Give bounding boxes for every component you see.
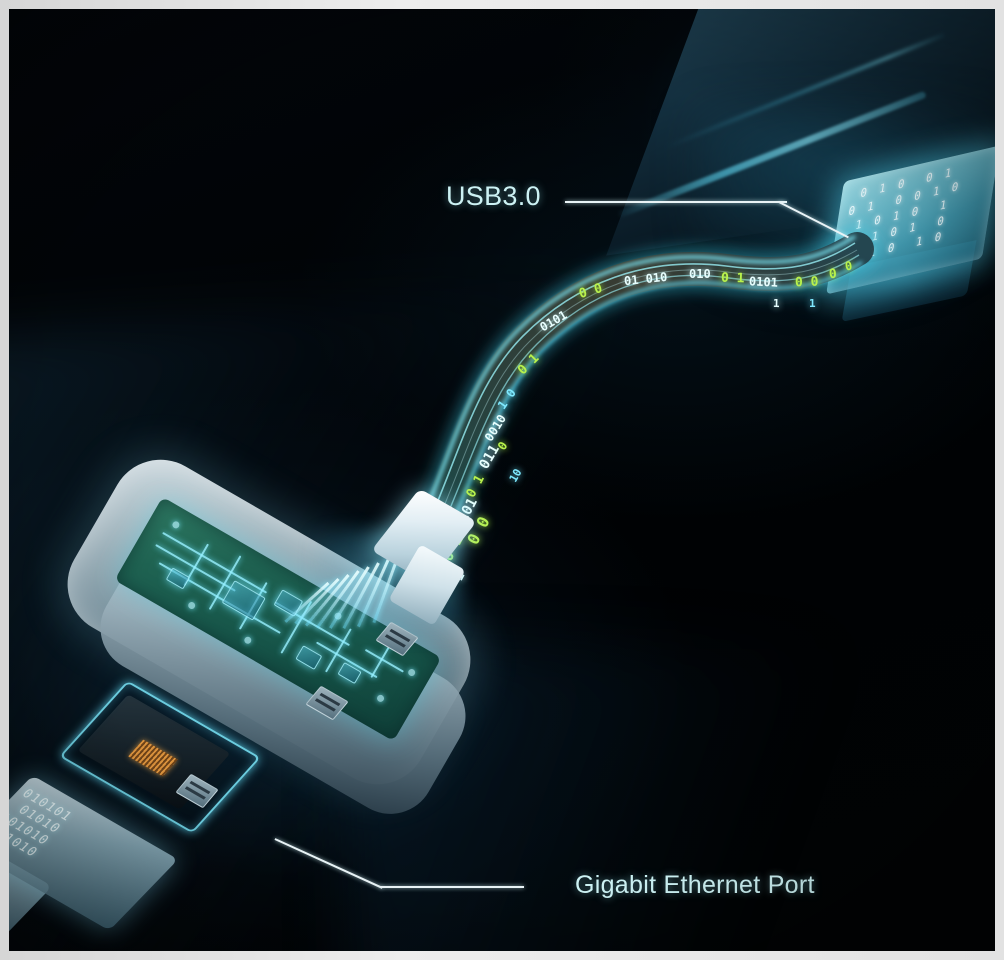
usb-callout-leader-horizontal: [565, 201, 787, 203]
usb-callout-label: USB3.0: [446, 181, 541, 211]
ethernet-callout-label: Gigabit Ethernet Port: [575, 871, 815, 899]
illustration-canvas: 0 1 0 0 1 0 1 0 0 1 0 1 0 1 0 1 0 1 0 1 …: [9, 9, 995, 951]
ethernet-plug: 010101 01010 101010 01010: [9, 775, 229, 951]
ethernet-callout-leader-horizontal: [380, 886, 524, 888]
